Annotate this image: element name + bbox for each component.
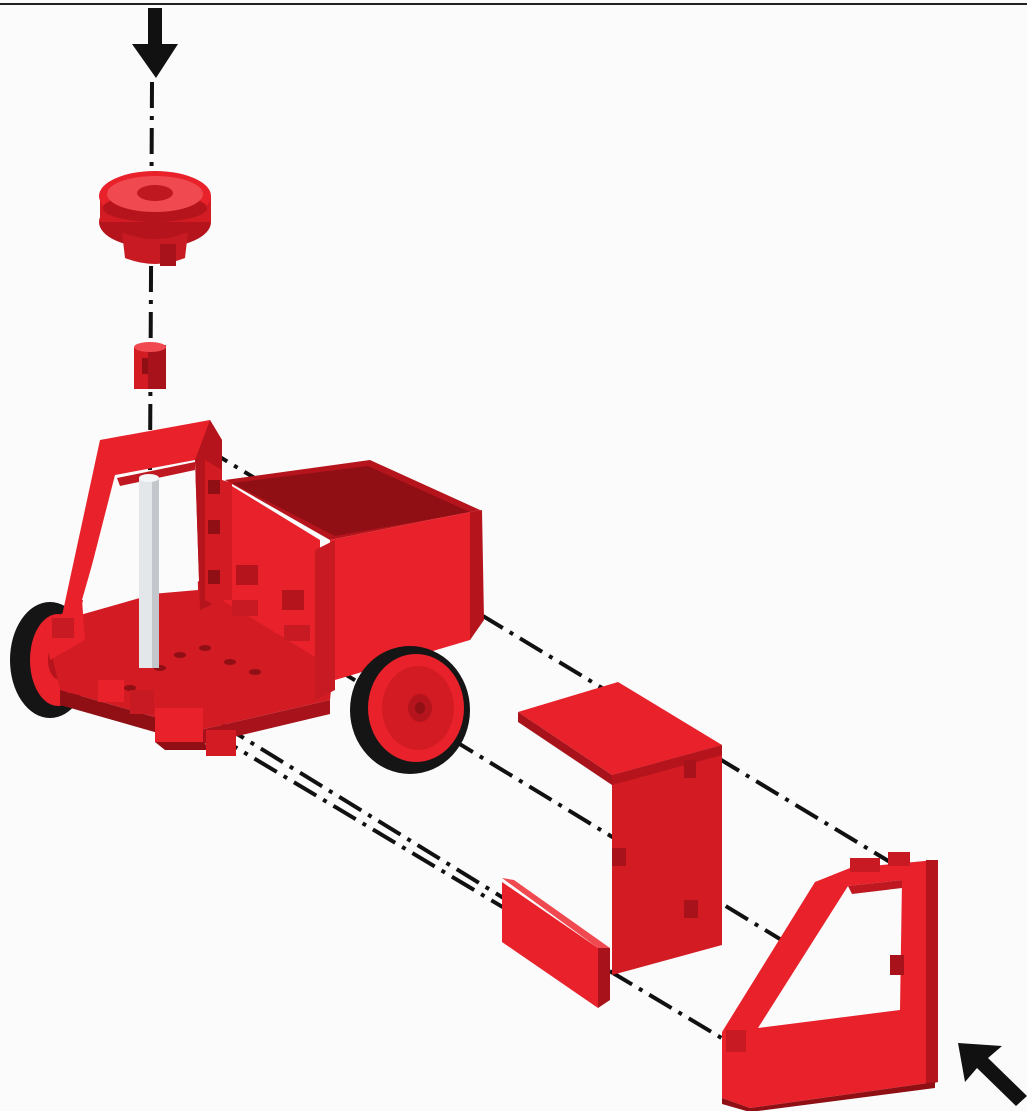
front-wheel — [350, 646, 470, 774]
guide-line-vertical — [150, 82, 152, 470]
bushing — [134, 342, 166, 389]
axle-rod — [139, 474, 159, 668]
